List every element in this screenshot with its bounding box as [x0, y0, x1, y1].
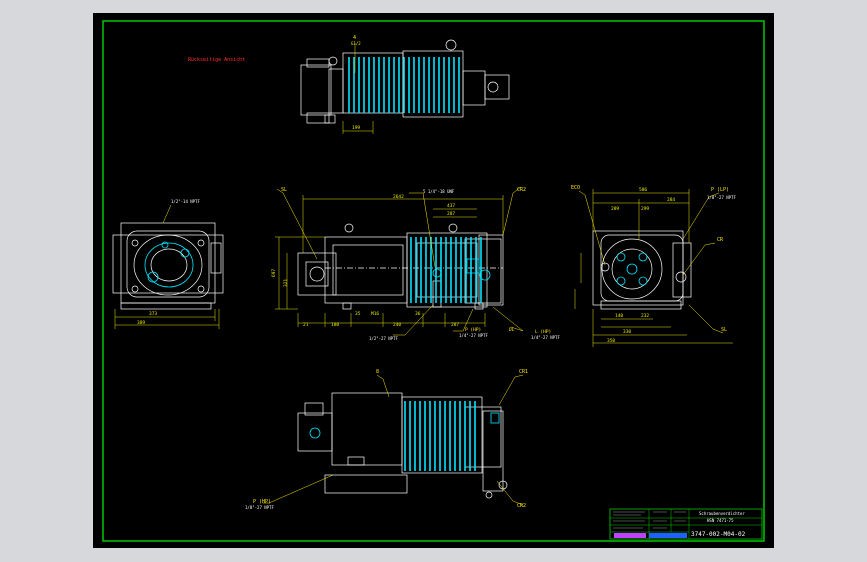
front-top-note: 5 1/4"-18 UNF: [423, 189, 455, 194]
front-dim-b4: M16: [371, 311, 379, 317]
left-thread: 1/2"-14 NPTF: [171, 199, 200, 204]
top-callout: 4: [353, 35, 356, 41]
front-mid-note1: P (HP): [465, 327, 481, 333]
company-logo: [614, 533, 646, 538]
right-dim-top: 586: [639, 187, 647, 193]
bottom-view: 8 CR1 P (HP) 1/8"-27 NPTF CR2: [245, 369, 528, 510]
title-line1: Schraubenverdichter: [699, 511, 745, 516]
front-dim-b1: 21: [303, 322, 309, 328]
right-callout-left: ECO: [571, 185, 580, 191]
right-dim-c: 284: [667, 197, 675, 203]
front-dim-b6: 36: [415, 311, 421, 317]
front-dim-r1: 437: [447, 203, 455, 209]
right-callout-right: P (LP): [711, 187, 729, 193]
sheet-border: [102, 20, 765, 542]
bottom-callout-left: P (HP): [253, 499, 271, 505]
front-view: SL CR2 2642 5 1/4"-18 UNF 437 287 697 32…: [271, 186, 560, 341]
front-bot-note1: 1/2"-27 NPTF: [369, 336, 398, 341]
front-dim-b2: 180: [331, 322, 339, 328]
top-view: 4 G1/2 199: [300, 35, 510, 134]
top-sub: G1/2: [351, 41, 361, 46]
front-bot-note2: 1/4"-27 NPTF: [459, 333, 488, 338]
drawing-sheet: Rückseitige Ansicht 4 G1/2 199: [93, 13, 774, 548]
front-dim-b7: 287: [451, 322, 459, 328]
right-dim-b: 299: [641, 206, 649, 212]
right-callout-cr: CR: [717, 237, 724, 243]
right-callout-bottom: SL: [721, 327, 727, 333]
front-callout-left: SL: [281, 187, 287, 193]
left-dim-a: 373: [149, 311, 157, 317]
left-end-view: 1/2"-14 NPTF 373 389: [112, 199, 224, 329]
front-overall: 2642: [393, 194, 404, 200]
drawing-number: 3747-002-M04-02: [691, 531, 746, 538]
right-dim-a: 289: [611, 206, 619, 212]
bottom-callout-br: CR2: [517, 503, 526, 509]
right-end-view: ECO 586 289 299 284 P (LP) 1/8"-27 NPTF …: [571, 185, 736, 347]
cad-drawing: Rückseitige Ansicht 4 G1/2 199: [102, 20, 765, 542]
title-block: Schraubenverdichter HSN 7471-75 3747-002…: [609, 508, 763, 540]
front-dim-b5: 240: [393, 322, 401, 328]
right-dim-b2: 232: [641, 313, 649, 319]
right-dim-b4: 350: [607, 338, 615, 344]
bottom-callout-top: 8: [376, 369, 379, 375]
view-note: Rückseitige Ansicht: [188, 57, 245, 63]
front-dim-v1: 697: [271, 269, 277, 277]
front-mid-note2: L (HP): [535, 329, 551, 335]
title-line2: HSN 7471-75: [707, 518, 734, 523]
front-callout-right: CR2: [517, 187, 526, 193]
right-note-right: 1/8"-27 NPTF: [707, 195, 736, 200]
right-dim-b3: 330: [623, 329, 631, 335]
bottom-callout-right: CR1: [519, 369, 528, 375]
left-dim-b: 389: [137, 320, 145, 326]
right-dim-b1: 140: [615, 313, 623, 319]
front-dim-v2: 321: [283, 279, 289, 287]
front-bot-note3: 1/4"-27 NPTF: [531, 335, 560, 340]
front-dim-r2: 287: [447, 211, 455, 217]
bottom-note-left: 1/8"-27 NPTF: [245, 505, 274, 510]
top-dim: 199: [352, 125, 360, 131]
front-dim-b3: 35: [355, 311, 361, 317]
front-mid-note3: DL: [509, 327, 515, 333]
